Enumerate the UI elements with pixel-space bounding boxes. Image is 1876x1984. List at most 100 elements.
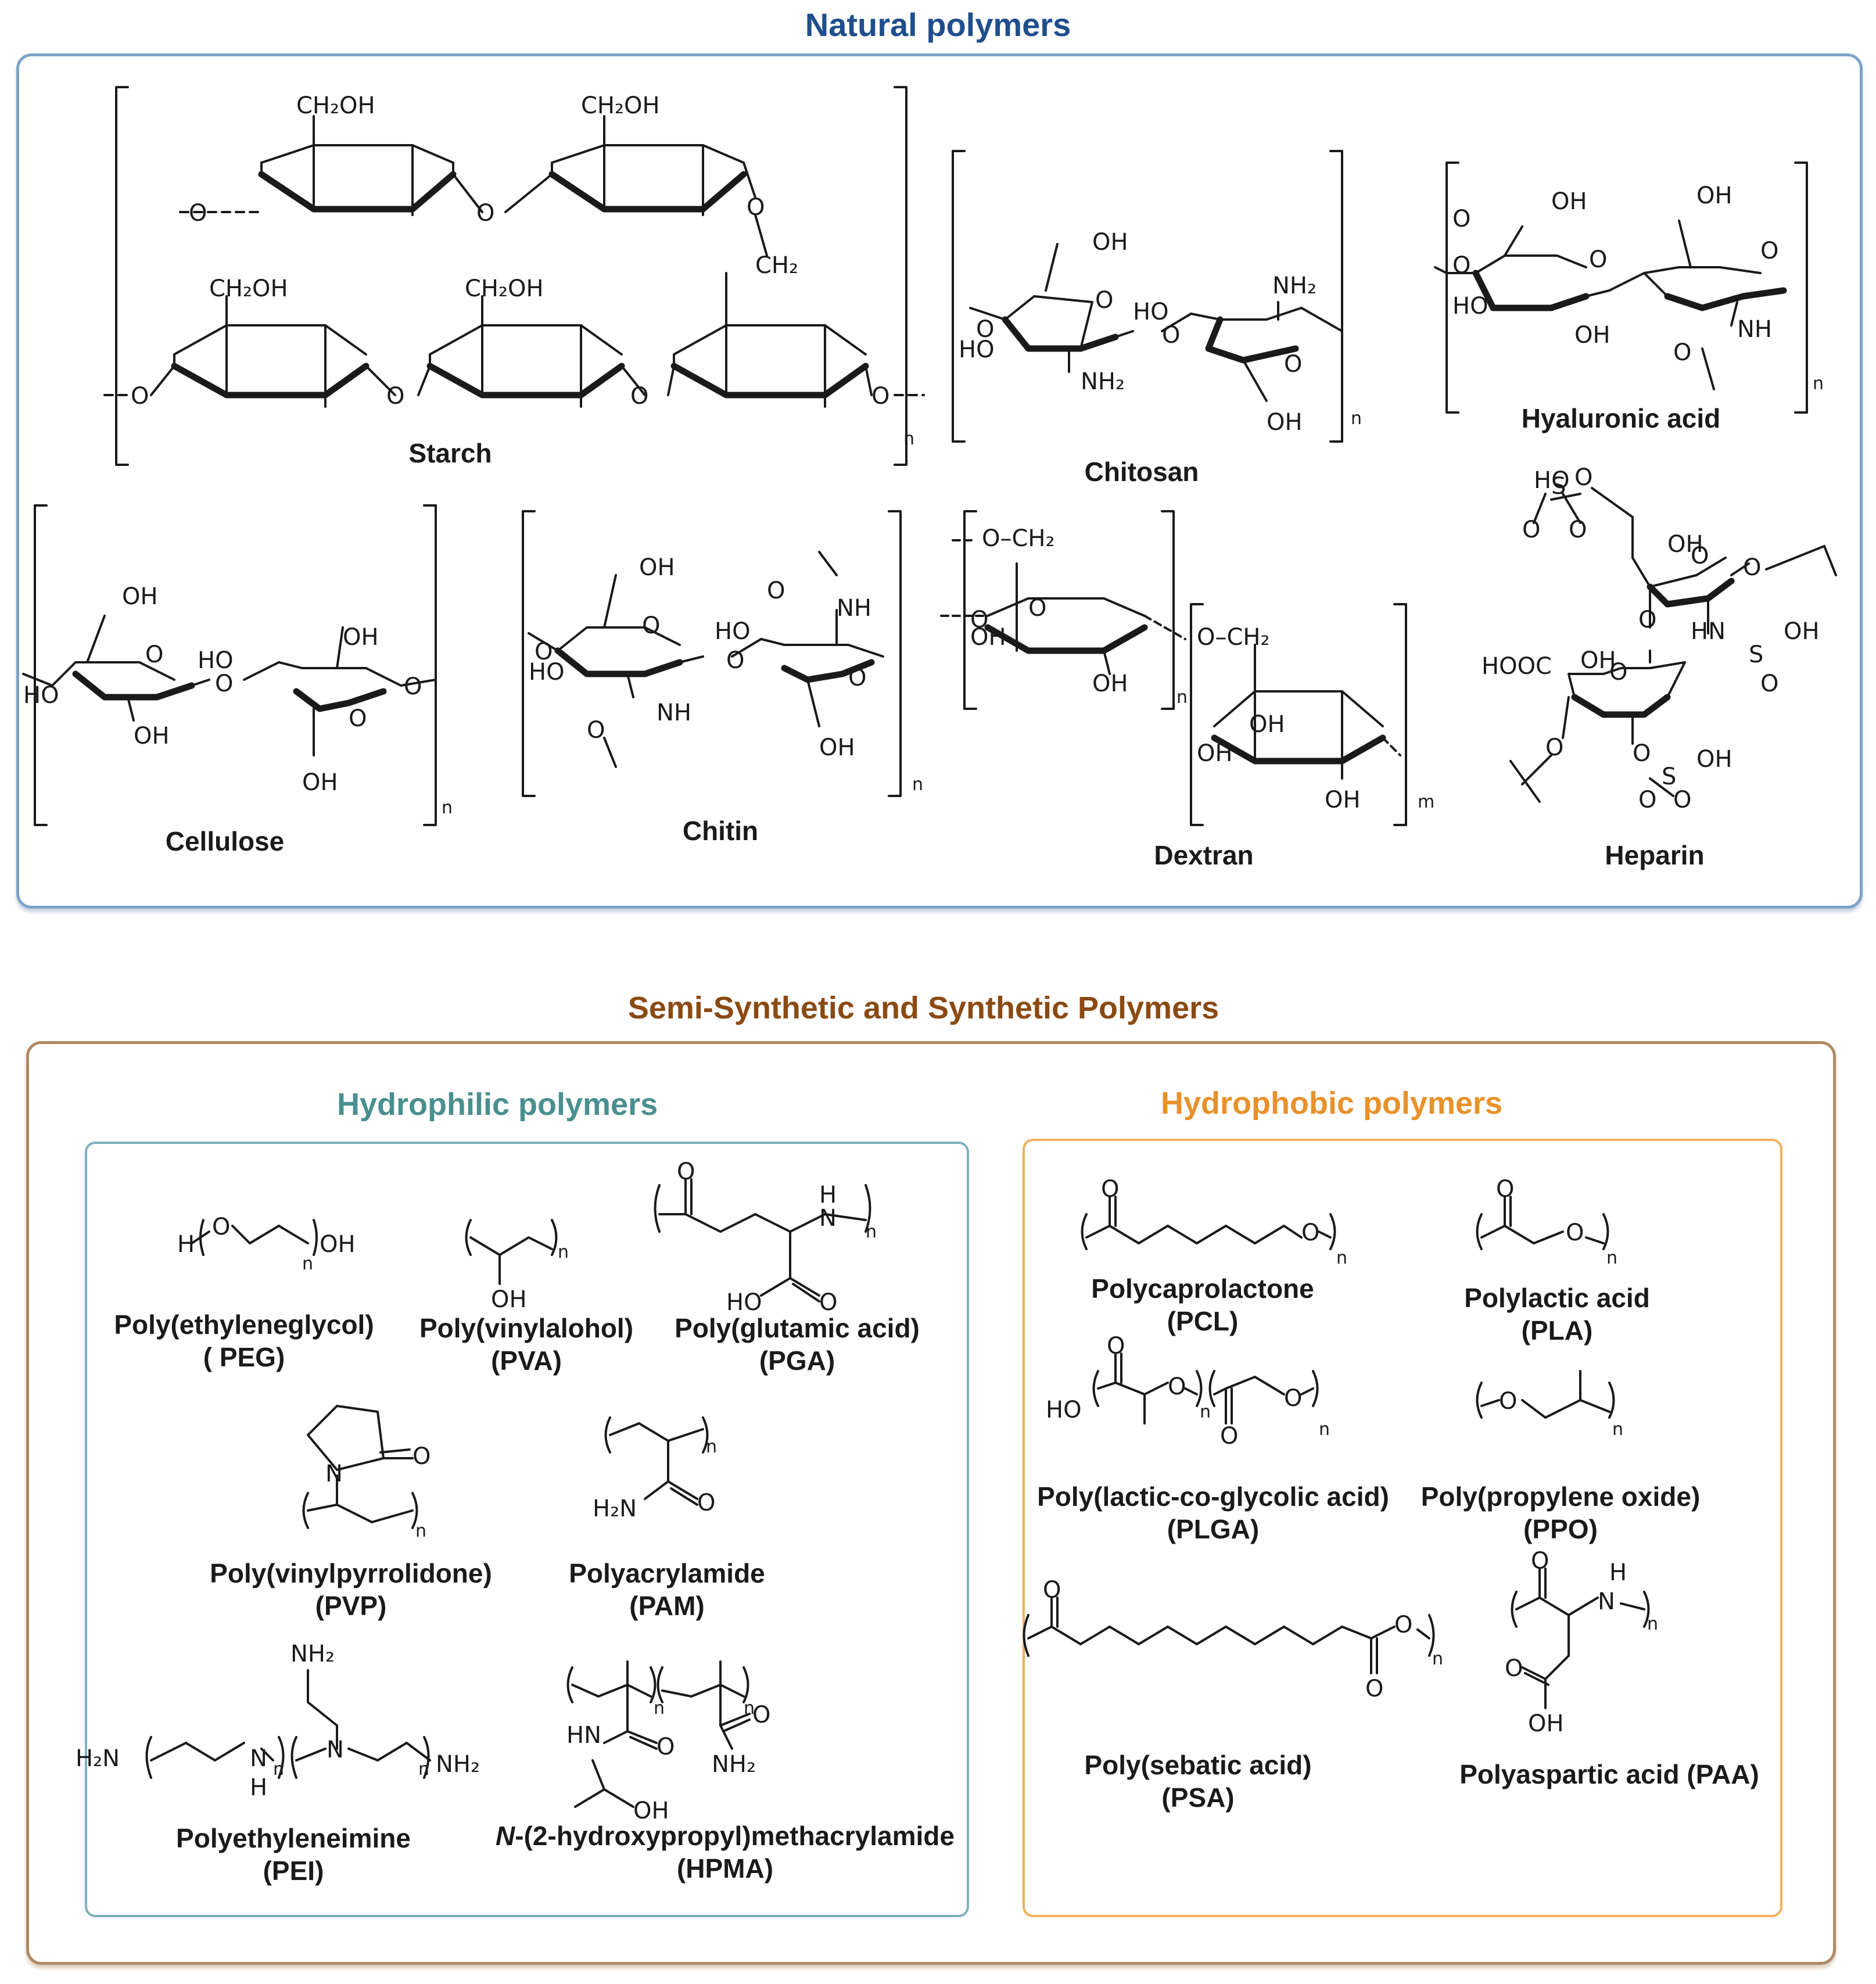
svg-text:n: n <box>302 1254 313 1274</box>
svg-text:CH₂OH: CH₂OH <box>581 92 660 119</box>
svg-text:O: O <box>1452 252 1470 279</box>
svg-text:O: O <box>1522 516 1540 543</box>
svg-text:O: O <box>1673 339 1691 366</box>
svg-text:n: n <box>1612 1419 1623 1440</box>
ppo-structure: O n <box>1476 1370 1623 1440</box>
svg-text:O: O <box>1162 322 1180 349</box>
svg-text:O: O <box>1107 1333 1125 1359</box>
svg-text:N: N <box>325 1461 343 1487</box>
svg-text:HO: HO <box>23 682 59 709</box>
svg-text:H: H <box>1609 1559 1627 1586</box>
cellulose-caption: Cellulose <box>165 826 285 856</box>
hpma-structure: n n HN O O NH₂ OH <box>566 1660 770 1824</box>
svg-text:OH: OH <box>1092 229 1128 256</box>
svg-text:N: N <box>250 1745 267 1772</box>
ppo-caption: Poly(propylene oxide) (PPO) <box>1421 1481 1701 1544</box>
svg-text:CH₂: CH₂ <box>755 252 798 279</box>
svg-text:n: n <box>1813 374 1824 394</box>
svg-text:n: n <box>866 1222 877 1242</box>
svg-text:OH: OH <box>1528 1710 1564 1737</box>
svg-text:O: O <box>1609 659 1627 686</box>
svg-text:O: O <box>1589 246 1607 273</box>
svg-text:H₂N: H₂N <box>593 1495 637 1522</box>
svg-text:O: O <box>412 1443 431 1470</box>
peg-caption: Poly(ethyleneglycol) ( PEG) <box>114 1309 374 1372</box>
svg-text:CH₂OH: CH₂OH <box>209 275 288 302</box>
svg-text:O: O <box>726 647 744 674</box>
svg-text:O: O <box>386 383 404 410</box>
svg-text:O: O <box>1284 1385 1302 1412</box>
svg-text:OH: OH <box>1696 746 1732 773</box>
svg-text:n: n <box>415 1521 426 1541</box>
svg-text:O: O <box>747 194 765 221</box>
svg-text:HO: HO <box>1534 467 1570 494</box>
svg-text:O: O <box>1760 238 1778 264</box>
svg-text:HOOC: HOOC <box>1482 653 1552 680</box>
svg-text:HN: HN <box>566 1722 601 1749</box>
svg-text:OH: OH <box>1249 711 1285 738</box>
svg-text:N: N <box>1598 1588 1615 1615</box>
svg-text:O: O <box>657 1734 675 1760</box>
svg-text:n: n <box>903 429 914 449</box>
hydrophilic-title: Hydrophilic polymers <box>337 1087 658 1122</box>
svg-text:S: S <box>1749 641 1763 668</box>
pcl-structure: O O n <box>1081 1176 1347 1268</box>
svg-text:O: O <box>1638 787 1656 813</box>
svg-text:O: O <box>871 383 889 410</box>
svg-text:CH₂OH: CH₂OH <box>296 92 375 119</box>
svg-text:OH: OH <box>320 1231 356 1258</box>
svg-text:O–CH₂: O–CH₂ <box>982 525 1055 552</box>
pvp-caption: Poly(vinylpyrrolidone) (PVP) <box>210 1558 492 1621</box>
svg-text:HN: HN <box>1691 618 1726 645</box>
polyaspartic-acid-caption: Polyaspartic acid (PAA) <box>1459 1759 1759 1789</box>
hyaluronic-acid-caption: Hyaluronic acid <box>1521 403 1721 433</box>
svg-text:OH: OH <box>1197 740 1233 767</box>
svg-text:O: O <box>1496 1176 1514 1203</box>
svg-text:n: n <box>706 1437 717 1457</box>
svg-text:NH₂: NH₂ <box>1272 272 1317 299</box>
svg-text:O: O <box>1043 1577 1061 1603</box>
pla-caption: Polylactic acid (PLA) <box>1464 1283 1650 1346</box>
hydrophilic-panel <box>85 1142 969 1917</box>
pei-caption: Polyethyleneimine (PEI) <box>176 1823 411 1886</box>
plga-structure: O HO O n O O n <box>1046 1333 1330 1450</box>
svg-text:O: O <box>1452 206 1470 232</box>
chitin-caption: Chitin <box>682 816 759 846</box>
chitosan-caption: Chitosan <box>1084 457 1199 487</box>
svg-text:n: n <box>1176 687 1188 708</box>
svg-text:O: O <box>1743 554 1761 581</box>
svg-text:HO: HO <box>198 647 234 674</box>
chitosan-structure: OH O O HO NH₂ HO O NH₂ O OH n <box>952 150 1362 443</box>
svg-text:n: n <box>273 1759 284 1779</box>
svg-text:OH: OH <box>343 624 379 651</box>
svg-text:NH₂: NH₂ <box>1081 368 1125 395</box>
hydrophobic-title: Hydrophobic polymers <box>1161 1086 1503 1121</box>
svg-text:NH: NH <box>657 699 691 726</box>
svg-text:O: O <box>677 1158 695 1185</box>
svg-text:O: O <box>404 673 422 700</box>
svg-text:n: n <box>1647 1614 1658 1634</box>
svg-text:S: S <box>1662 763 1676 790</box>
svg-text:NH₂: NH₂ <box>436 1751 480 1778</box>
svg-text:O: O <box>1574 464 1592 491</box>
pva-caption: Poly(vinylalohol) (PVA) <box>419 1313 634 1376</box>
svg-text:n: n <box>1432 1649 1443 1669</box>
svg-text:O: O <box>630 383 648 410</box>
svg-text:NH₂: NH₂ <box>712 1751 756 1778</box>
svg-text:O: O <box>1545 734 1563 761</box>
peg-structure: H O n OH <box>177 1214 356 1274</box>
starch-structure: CH₂OH CH₂OH O O O CH₂ CH₂OH CH₂OH O O O … <box>103 86 925 466</box>
svg-text:S: S <box>1551 473 1566 500</box>
svg-text:n: n <box>1351 408 1362 429</box>
svg-text:HO: HO <box>1133 299 1169 325</box>
svg-text:OH: OH <box>633 1798 669 1824</box>
svg-text:O: O <box>819 1289 837 1316</box>
svg-text:H: H <box>819 1182 837 1208</box>
svg-text:n: n <box>442 798 453 818</box>
svg-text:O: O <box>1499 1388 1517 1415</box>
svg-text:n: n <box>912 774 923 795</box>
svg-text:n: n <box>744 1698 755 1718</box>
svg-text:O: O <box>1394 1612 1412 1638</box>
pla-structure: O O n <box>1476 1176 1617 1268</box>
dextran-structure: O–CH₂ O O OH OH n O–CH₂ OH OH OH m <box>940 510 1434 826</box>
